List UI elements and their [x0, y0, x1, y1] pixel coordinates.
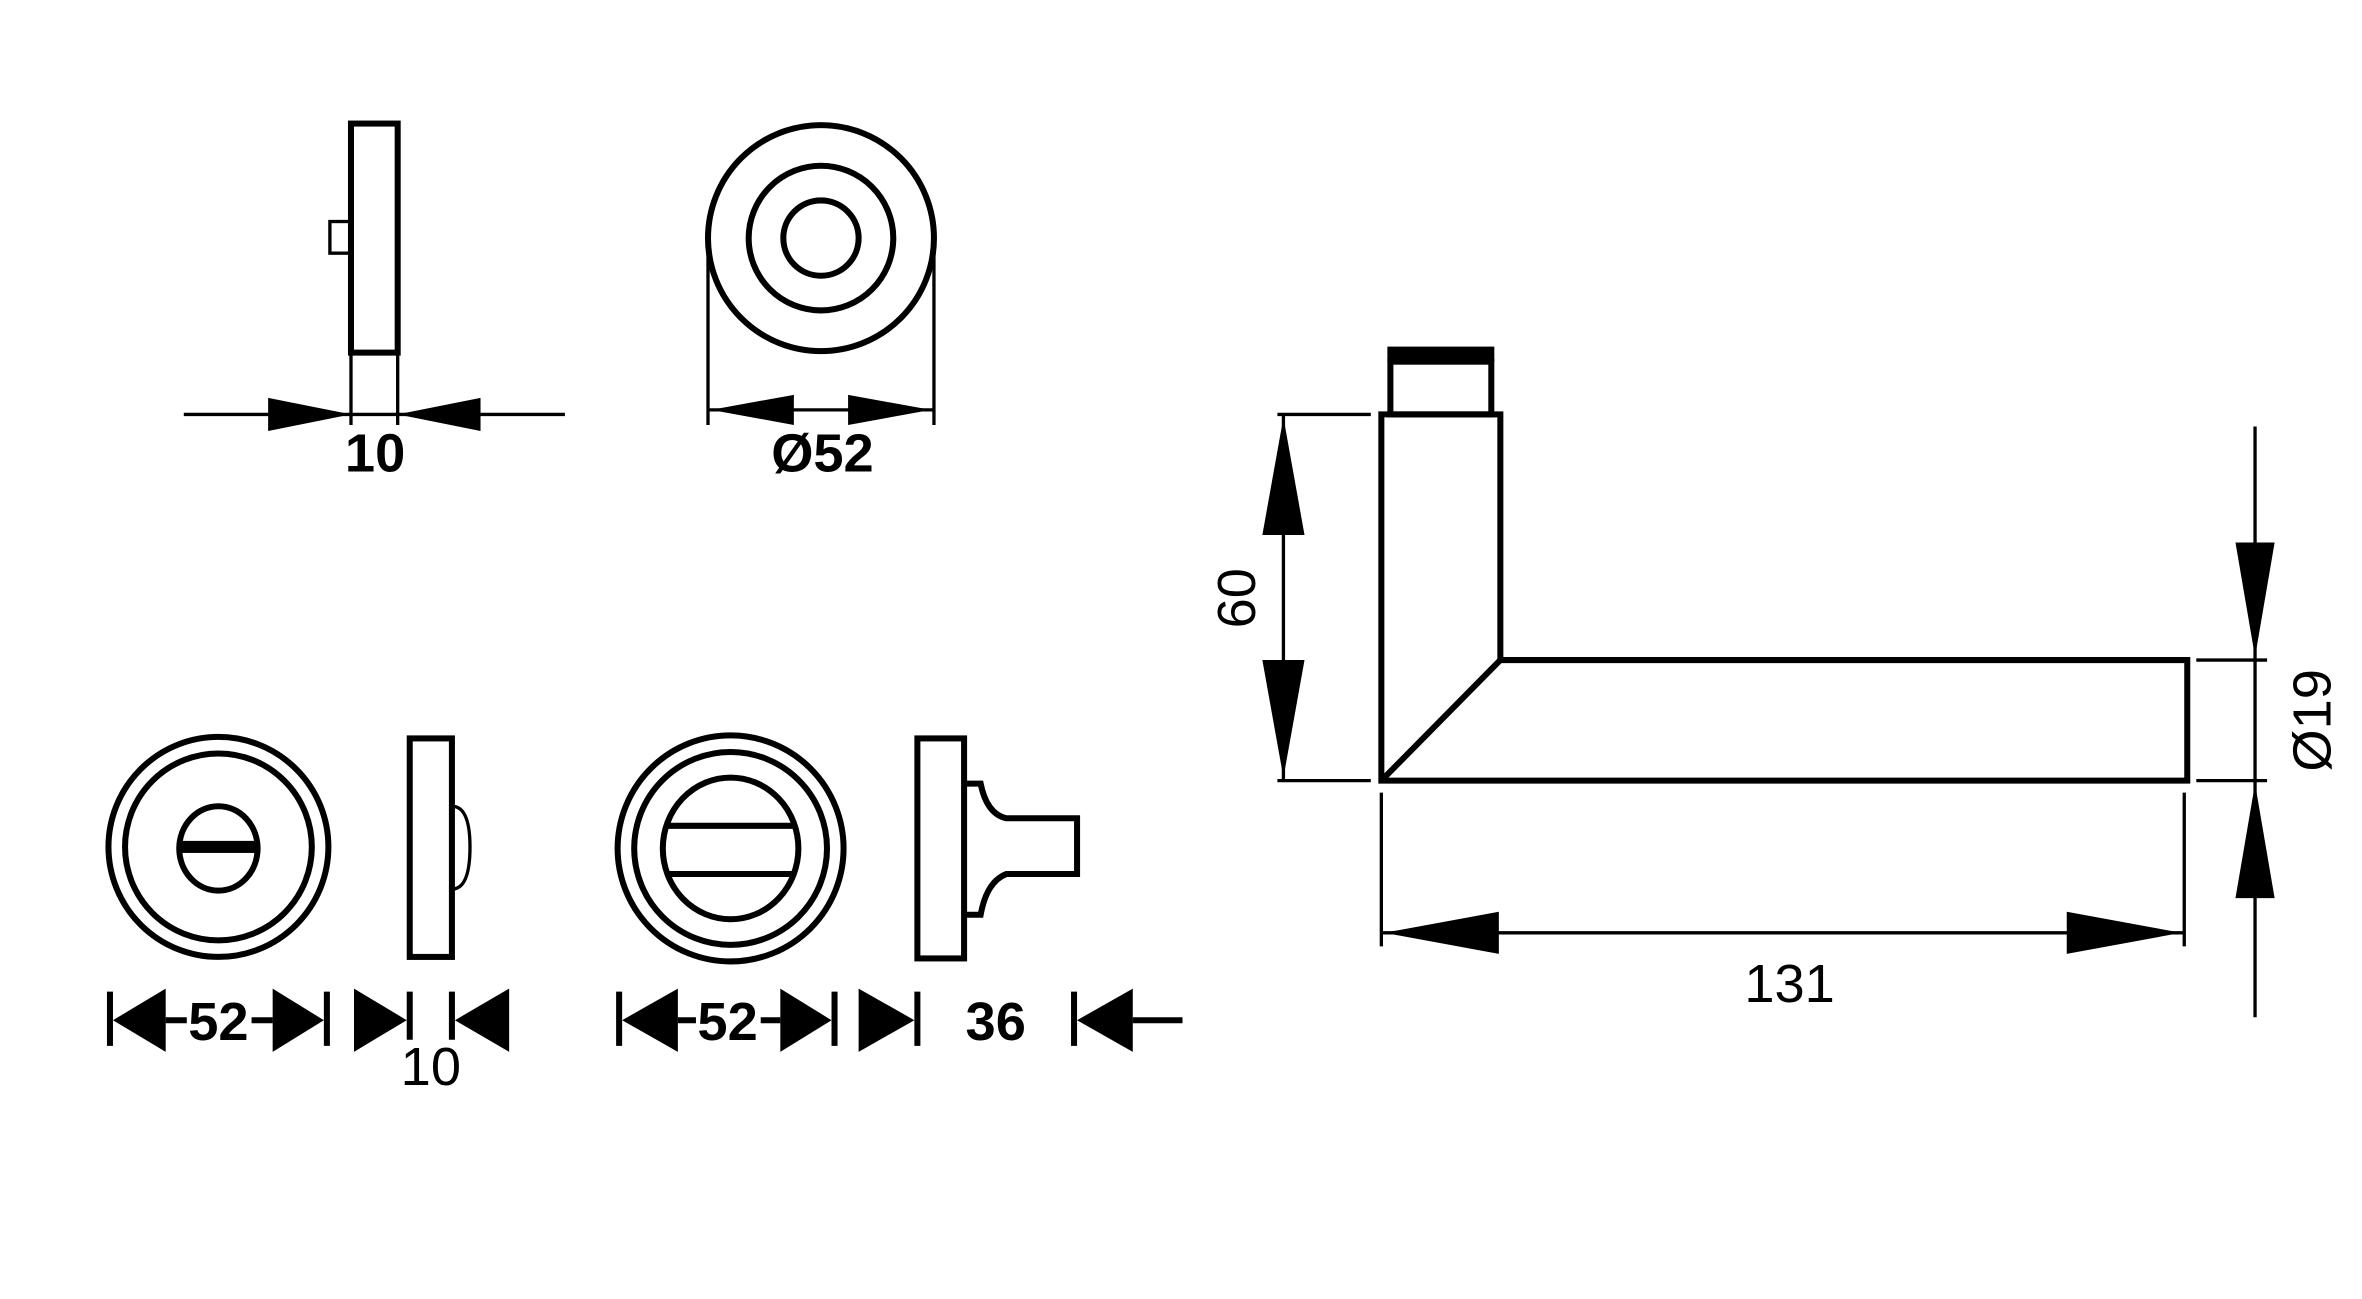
dimension-label-wc-diameter: 52: [188, 992, 248, 1052]
rose-side-view: 10: [183, 120, 565, 484]
dimension-label-knob-projection: 36: [966, 992, 1026, 1052]
dimension-label-rose-diameter: Ø52: [771, 424, 873, 484]
wc-turn-rose-front: [614, 732, 847, 965]
wc-turn-knob-side: [914, 735, 1081, 962]
dimension-lever-height: 60: [1207, 412, 1371, 783]
wc-indicator-rose-side: [406, 735, 472, 960]
dimension-label-wc-turn-diameter: 52: [697, 992, 757, 1052]
dimension-row-wc-turn: 52 36: [616, 988, 1183, 1052]
wc-indicator-rose-front: [105, 733, 332, 960]
rose-front-view: Ø52: [704, 122, 937, 484]
dimension-label-lever-length: 131: [1744, 954, 1834, 1014]
dimension-label-wc-thickness: 10: [401, 1037, 461, 1097]
dimension-row-wc-rose: 52 10: [106, 988, 510, 1097]
dimension-label-rose-thickness: 10: [345, 424, 405, 484]
dimension-label-lever-diameter: Ø19: [2282, 669, 2342, 772]
lever-handle: [1378, 346, 2191, 784]
dimension-lever-diameter: Ø19: [2196, 426, 2342, 1018]
dimension-label-lever-height: 60: [1207, 568, 1267, 628]
dimension-lever-length: 131: [1379, 792, 2186, 1014]
